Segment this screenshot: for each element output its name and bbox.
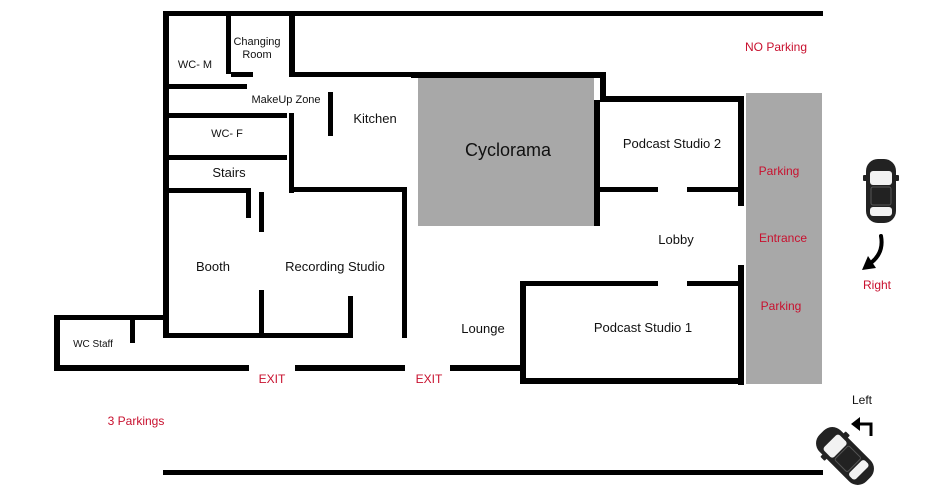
exit-right-label: EXIT <box>416 372 443 386</box>
room-label-wc-f: WC- F <box>211 128 243 140</box>
direction-left-label: Left <box>852 393 873 407</box>
entrance-label: Entrance <box>759 231 807 245</box>
room-label-wc-staff: WC Staff <box>73 339 113 350</box>
room-label-changing-line2: Room <box>242 49 271 61</box>
room-label-cyclorama: Cyclorama <box>465 140 552 160</box>
room-label-booth: Booth <box>196 259 230 274</box>
no-parking-label: NO Parking <box>745 40 807 54</box>
car-topdown-icon <box>863 159 899 223</box>
room-label-lobby: Lobby <box>658 232 694 247</box>
three-parkings-label: 3 Parkings <box>108 414 165 428</box>
room-label-podcast-studio-2: Podcast Studio 2 <box>623 136 721 151</box>
room-label-lounge: Lounge <box>461 321 504 336</box>
parking-strip <box>746 93 822 384</box>
exit-left-label: EXIT <box>259 372 286 386</box>
direction-right-label: Right <box>863 278 892 292</box>
room-label-makeup-zone: MakeUp Zone <box>251 94 320 106</box>
car-topdown-icon <box>816 427 874 485</box>
room-label-recording-studio: Recording Studio <box>285 259 385 274</box>
parking-top-label: Parking <box>759 164 800 178</box>
room-label-stairs: Stairs <box>212 165 246 180</box>
room-label-changing-line1: Changing <box>233 36 280 48</box>
room-label-kitchen: Kitchen <box>353 111 396 126</box>
walls <box>54 11 823 475</box>
room-label-podcast-studio-1: Podcast Studio 1 <box>594 320 692 335</box>
parking-bottom-label: Parking <box>761 299 802 313</box>
turn-left-arrow-icon <box>851 417 873 436</box>
cyclorama-area <box>418 78 594 226</box>
curved-arrow-down-left-icon <box>862 234 884 270</box>
room-label-wc-m: WC- M <box>178 59 212 71</box>
